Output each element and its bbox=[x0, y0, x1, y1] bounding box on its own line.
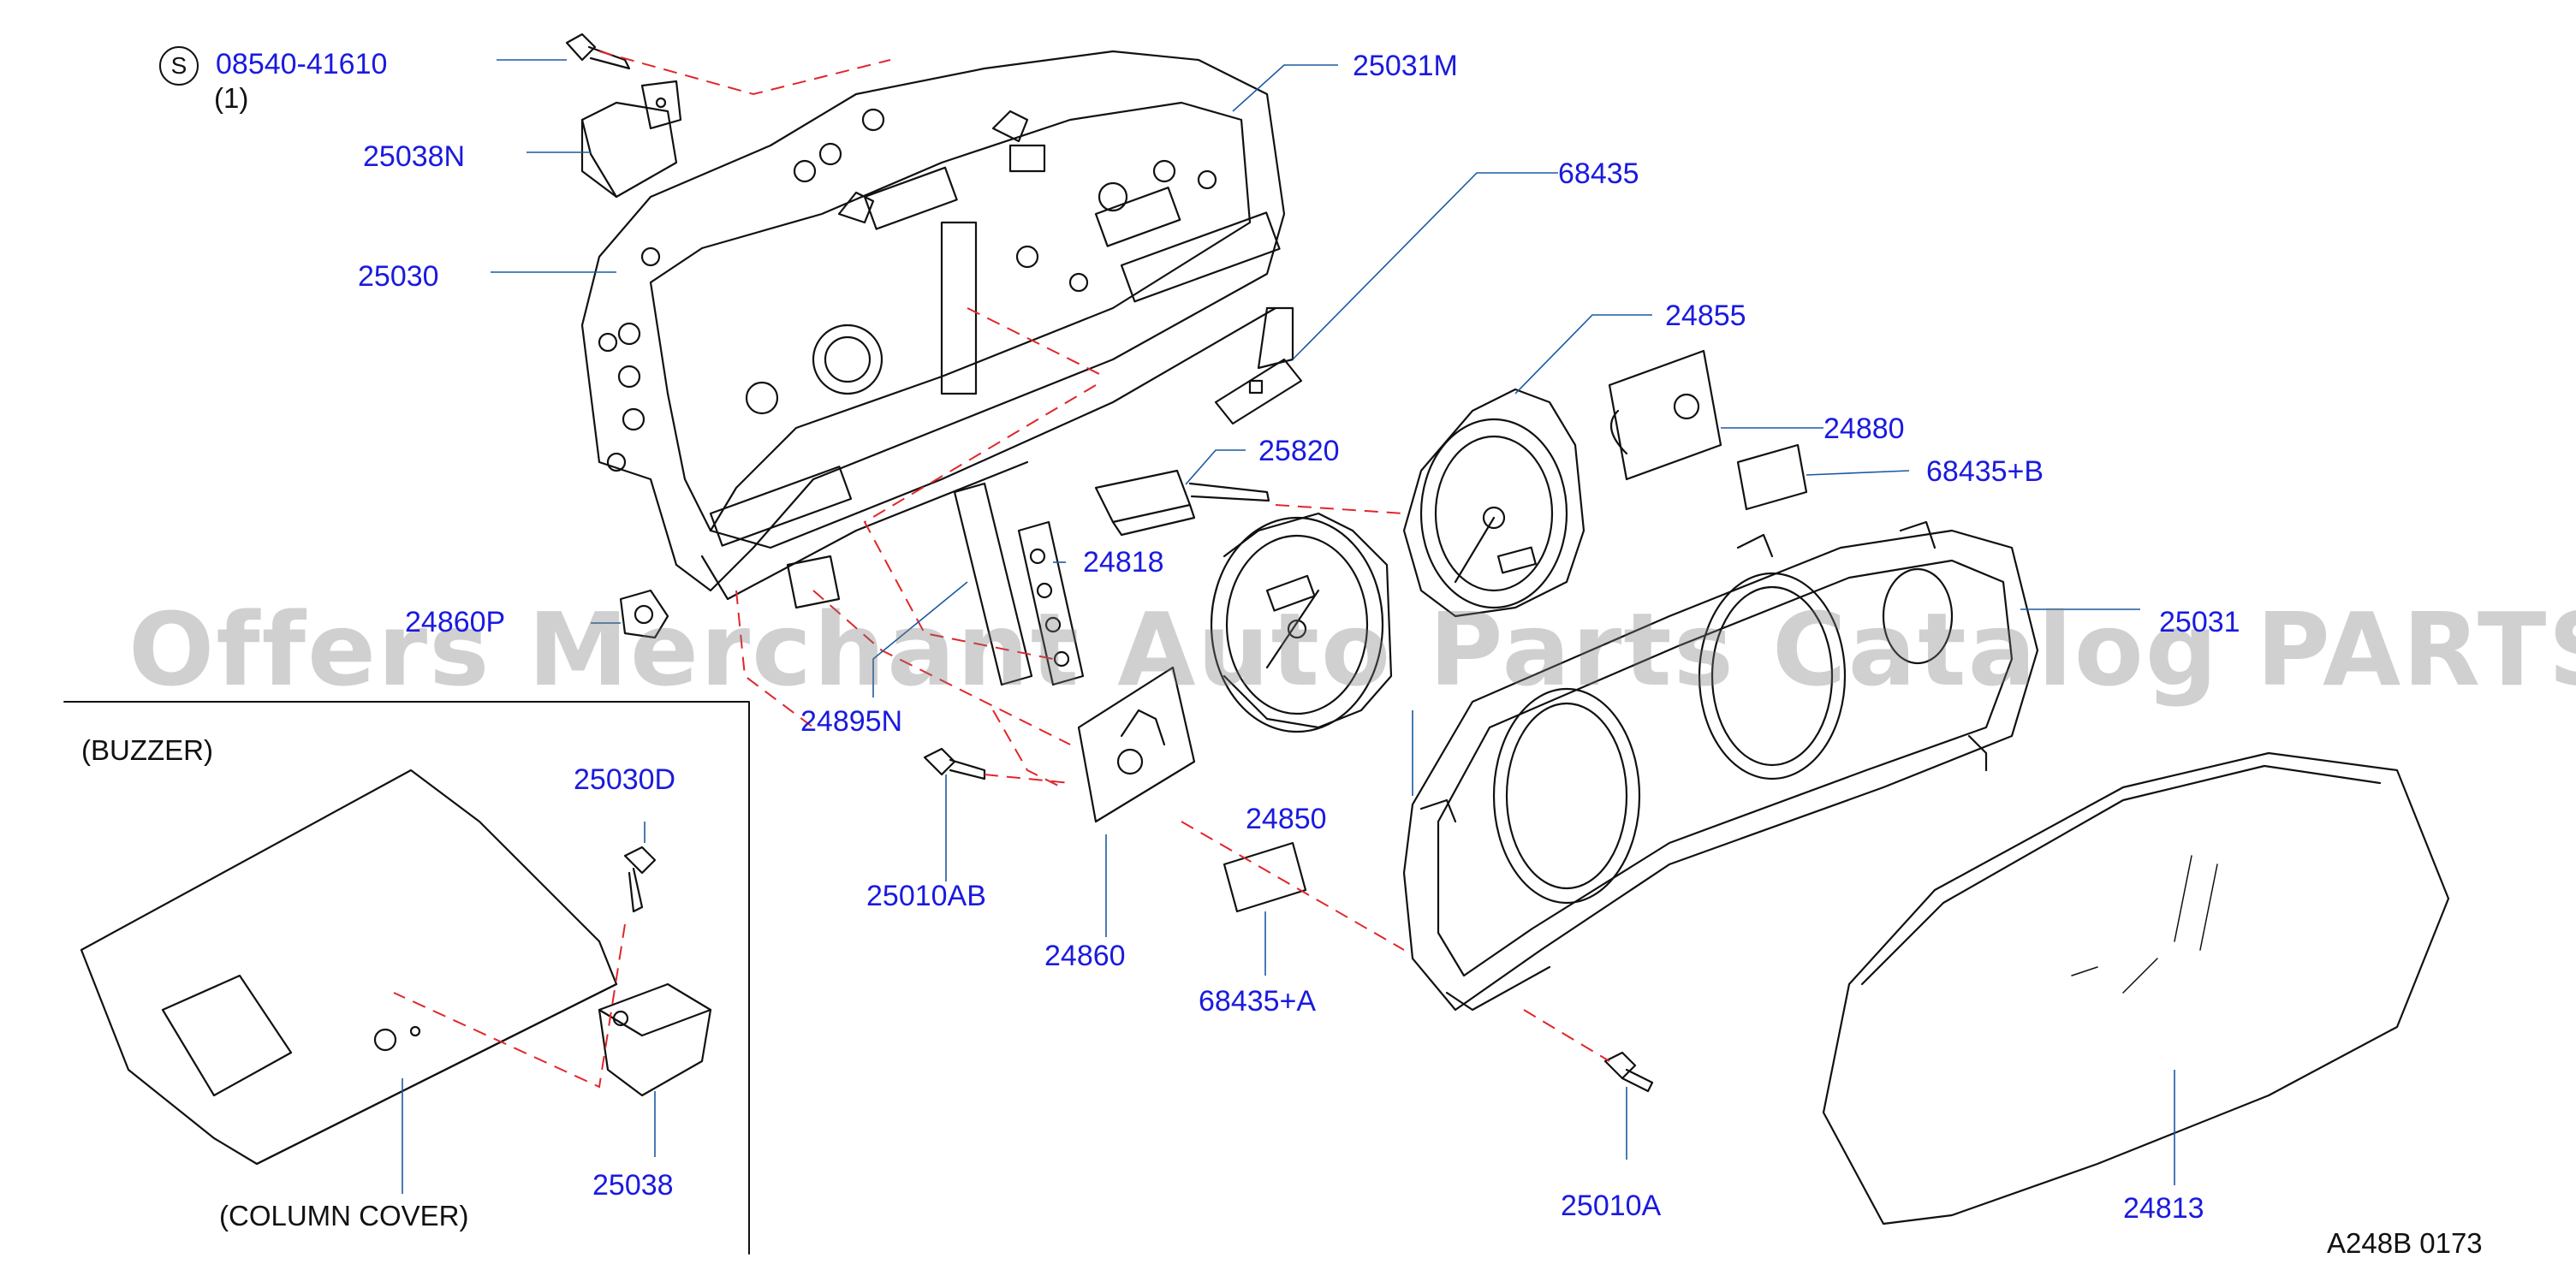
label-25031[interactable]: 25031 bbox=[2159, 606, 2240, 638]
label-24880[interactable]: 24880 bbox=[1823, 412, 1905, 445]
connector-25820 bbox=[1094, 469, 1270, 537]
buzzer-25038 bbox=[598, 982, 712, 1097]
label-25031M[interactable]: 25031M bbox=[1353, 50, 1458, 82]
housing-25030 bbox=[580, 50, 1294, 609]
speedometer-24850 bbox=[1210, 512, 1393, 733]
label-24860[interactable]: 24860 bbox=[1044, 940, 1126, 972]
column-cover bbox=[80, 769, 618, 1166]
screw-25010A bbox=[1603, 1051, 1654, 1093]
label-25820[interactable]: 25820 bbox=[1258, 435, 1340, 467]
leader-lines bbox=[402, 59, 2175, 1194]
pad-68435B bbox=[1736, 443, 1808, 511]
standard-part-mark: S bbox=[159, 46, 199, 86]
label-25030[interactable]: 25030 bbox=[358, 260, 439, 293]
label-68435-plus-b[interactable]: 68435+B bbox=[1926, 455, 2044, 488]
screw-25010AB bbox=[923, 747, 986, 780]
label-24855[interactable]: 24855 bbox=[1665, 300, 1746, 332]
label-24860P[interactable]: 24860P bbox=[405, 606, 506, 638]
label-24895N[interactable]: 24895N bbox=[800, 705, 903, 738]
label-25010A[interactable]: 25010A bbox=[1561, 1190, 1662, 1222]
watermark-text: Offers Merchant Auto Parts Catalog PARTS… bbox=[128, 590, 2576, 709]
label-24818[interactable]: 24818 bbox=[1083, 546, 1164, 579]
pad-68435A bbox=[1223, 841, 1307, 913]
label-25010AB[interactable]: 25010AB bbox=[866, 880, 986, 912]
label-68435-plus-a[interactable]: 68435+A bbox=[1199, 985, 1317, 1018]
lens-24813 bbox=[1822, 751, 2450, 1225]
label-column-cover: (COLUMN COVER) bbox=[219, 1200, 469, 1231]
label-68435[interactable]: 68435 bbox=[1558, 157, 1639, 190]
gauge-24880 bbox=[1608, 349, 1722, 481]
screw-25030D bbox=[623, 846, 657, 913]
strip-24895N bbox=[953, 482, 1033, 686]
label-08540-41610[interactable]: 08540-41610 bbox=[216, 48, 388, 80]
diagram-code: A248B 0173 bbox=[2327, 1227, 2483, 1259]
strip-24818 bbox=[1017, 520, 1085, 686]
label-25038[interactable]: 25038 bbox=[592, 1169, 674, 1202]
housing-25031 bbox=[1402, 520, 2039, 1012]
label-24850[interactable]: 24850 bbox=[1246, 803, 1327, 835]
inset-border bbox=[63, 701, 750, 1255]
label-25038N[interactable]: 25038N bbox=[363, 140, 466, 173]
label-25030D[interactable]: 25030D bbox=[574, 763, 676, 796]
label-quantity: (1) bbox=[214, 82, 249, 114]
part-24860P bbox=[619, 589, 669, 639]
screw-08540 bbox=[565, 33, 631, 70]
tachometer-24855 bbox=[1402, 388, 1585, 618]
label-24813[interactable]: 24813 bbox=[2123, 1192, 2204, 1225]
dash-lines bbox=[393, 50, 1610, 1089]
gasket-68435 bbox=[1214, 358, 1303, 425]
gauge-24860 bbox=[1077, 666, 1196, 823]
label-buzzer: (BUZZER) bbox=[81, 734, 213, 766]
bracket-25038N bbox=[580, 80, 682, 199]
